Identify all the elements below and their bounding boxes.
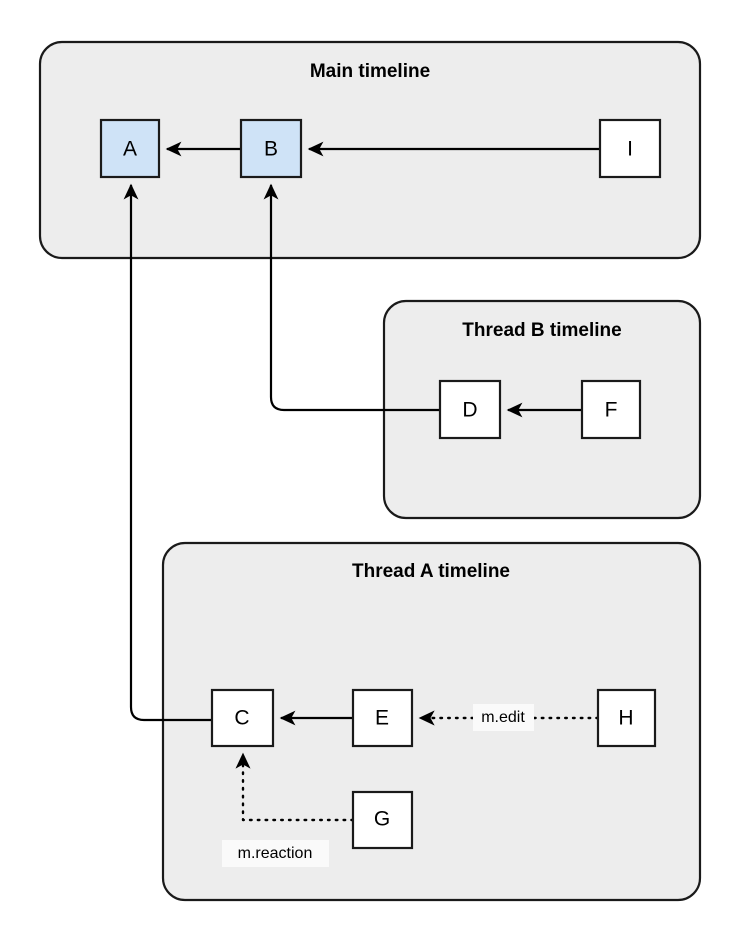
node-I[interactable]: I — [598, 118, 662, 179]
node-H[interactable]: H — [596, 688, 657, 748]
edge-label-m-edit-background — [473, 704, 534, 731]
node-C-label: C — [234, 707, 249, 730]
node-D-box[interactable] — [438, 379, 502, 440]
node-B-box[interactable] — [239, 118, 303, 179]
node-A-box[interactable] — [99, 118, 161, 179]
node-F-label: F — [605, 399, 618, 422]
node-H-box[interactable] — [596, 688, 657, 748]
node-F[interactable]: F — [580, 379, 642, 440]
node-G[interactable]: G — [351, 790, 414, 850]
node-E[interactable]: E — [351, 688, 414, 748]
node-I-label: I — [627, 138, 633, 161]
edge-layer — [123, 141, 600, 822]
edge-label-m-edit-text: m.edit — [481, 709, 525, 726]
group-thread-b-timeline-title: Thread B timeline — [462, 320, 621, 341]
node-A-label: A — [123, 138, 137, 161]
node-I-box[interactable] — [598, 118, 662, 179]
node-C-box[interactable] — [210, 688, 275, 748]
edge-label-m-reaction-background — [222, 840, 329, 867]
node-C[interactable]: C — [210, 688, 275, 748]
edge-label-m-reaction: m.reaction — [222, 840, 329, 867]
edge-d-to-b — [263, 183, 440, 412]
node-E-label: E — [375, 707, 389, 730]
group-main-timeline-title: Main timeline — [310, 61, 430, 82]
node-B-label: B — [264, 138, 278, 161]
edge-g-to-c — [235, 752, 355, 822]
group-thread-a-timeline-title: Thread A timeline — [352, 561, 510, 582]
node-A[interactable]: A — [99, 118, 161, 179]
node-G-box[interactable] — [351, 790, 414, 850]
node-F-box[interactable] — [580, 379, 642, 440]
node-B[interactable]: B — [239, 118, 303, 179]
edge-c-to-a — [123, 183, 212, 722]
node-H-label: H — [618, 707, 633, 730]
edge-label-m-edit: m.edit — [473, 704, 534, 731]
node-G-label: G — [374, 808, 390, 831]
node-E-box[interactable] — [351, 688, 414, 748]
node-D-label: D — [462, 399, 477, 422]
node-D[interactable]: D — [438, 379, 502, 440]
edge-label-m-reaction-text: m.reaction — [238, 845, 313, 862]
